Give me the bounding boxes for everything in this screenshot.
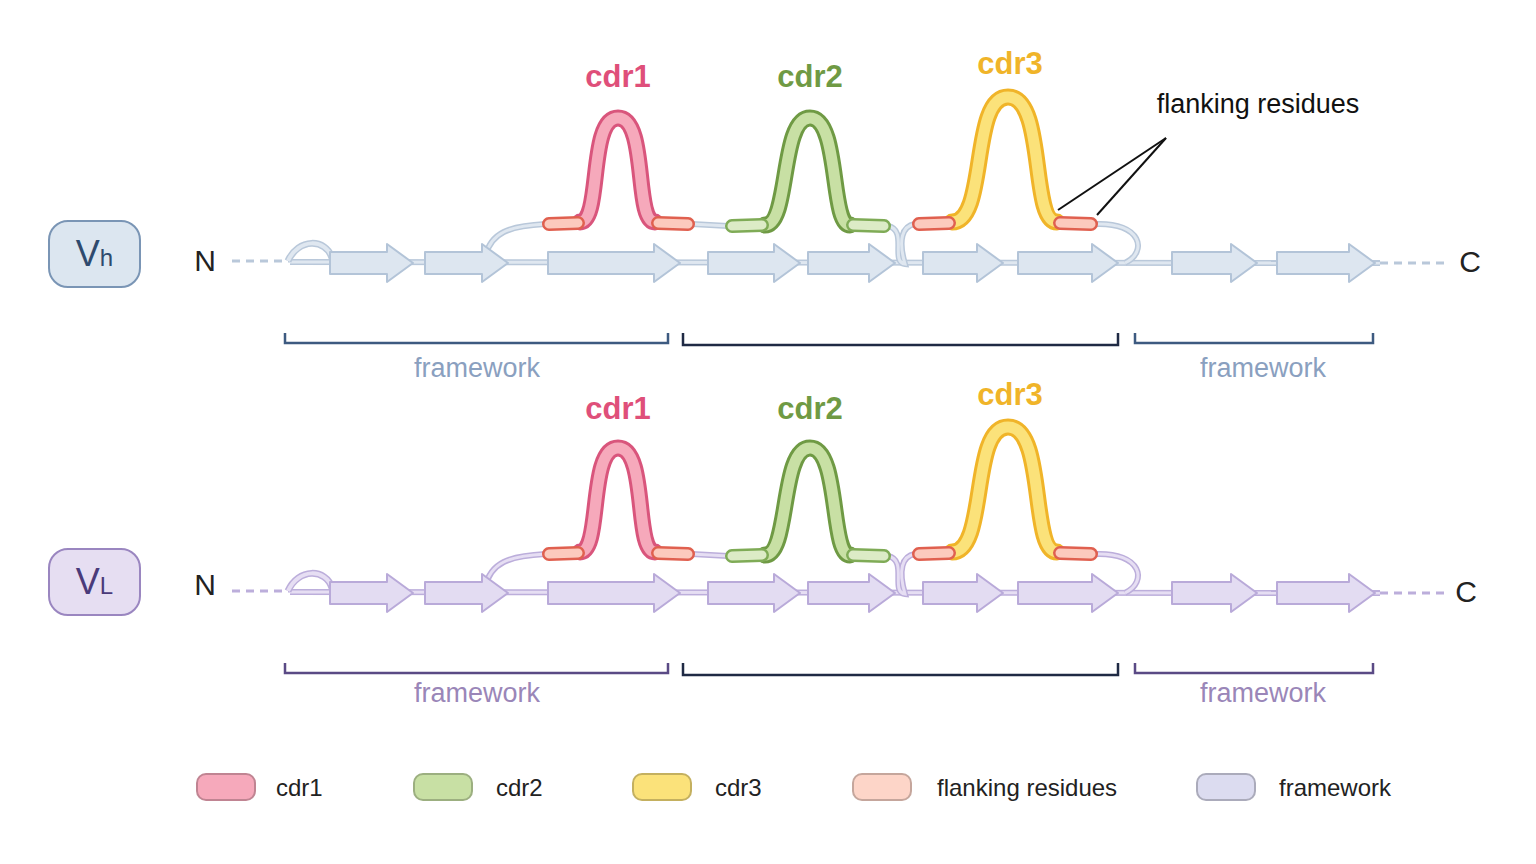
legend-swatch — [852, 773, 912, 801]
terminus-label: C — [1459, 245, 1481, 278]
loop-label: cdr3 — [977, 47, 1042, 81]
legend-swatch — [1196, 773, 1256, 801]
badge-text: VL — [76, 561, 113, 603]
legend-text: flanking residues — [937, 774, 1117, 802]
region-label: framework — [414, 679, 540, 709]
terminus-label: N — [194, 568, 216, 601]
legend-swatch — [632, 773, 692, 801]
legend-text: cdr2 — [496, 774, 543, 802]
legend-text: framework — [1279, 774, 1391, 802]
region-label: framework — [1200, 679, 1326, 709]
domain-badge: VL — [48, 548, 141, 616]
terminus-label: C — [1455, 575, 1477, 608]
domain-badge: Vh — [48, 220, 141, 288]
region-label: framework — [414, 354, 540, 384]
vh-row — [232, 97, 1450, 345]
callout-leaders — [1058, 138, 1166, 215]
region-label: framework — [1200, 354, 1326, 384]
terminus-label: N — [194, 244, 216, 277]
loop-label: cdr2 — [777, 392, 842, 426]
loop-label: cdr2 — [777, 60, 842, 94]
legend-swatch — [196, 773, 256, 801]
legend-text: cdr1 — [276, 774, 323, 802]
leader-line — [1097, 138, 1166, 215]
loop-label: cdr3 — [977, 378, 1042, 412]
legend-swatch — [413, 773, 473, 801]
vl-row — [232, 427, 1450, 675]
legend-text: cdr3 — [715, 774, 762, 802]
loop-label: cdr1 — [585, 60, 650, 94]
badge-text: Vh — [76, 233, 113, 275]
callout-label: flanking residues — [1157, 90, 1360, 120]
loop-label: cdr1 — [585, 392, 650, 426]
